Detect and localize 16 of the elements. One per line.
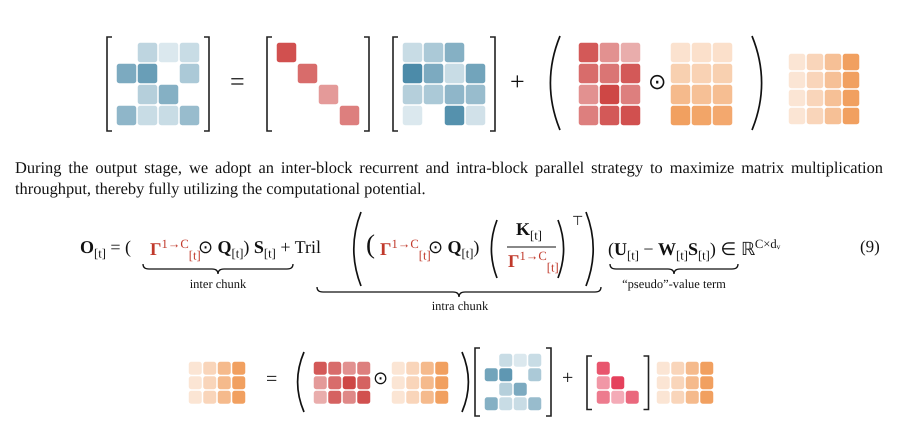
fraction-numerator: K$_{[t]}$ (516, 220, 542, 244)
equals-sign: = (230, 68, 245, 97)
brace-label: “pseudo”-value term (622, 278, 726, 292)
transpose-symbol: ⊤ (572, 214, 583, 228)
hadamard-operator: ⊙ (648, 70, 666, 94)
brace-label: intra chunk (432, 300, 488, 314)
equals-sign: = (266, 368, 278, 390)
parenthesis-text: ( (366, 230, 375, 260)
equation-term: O$_{[t]}$ = ( (80, 238, 132, 262)
plus-sign: + (562, 367, 574, 389)
body-paragraph: During the output stage, we adopt an inter-block recurrent and intra-block parallel strategy to maximize matrix multiplication throughput, thereby fully utilizing the computational potential. (15, 158, 883, 199)
equation-term: (U$_{[t]}$ − W$_{[t]}$S$_{[t]}$) ∈ ℝ$^{C×dᵥ}$ (608, 238, 780, 264)
equation-number: (9) (860, 238, 880, 257)
hadamard-operator: ⊙ (373, 369, 388, 389)
brace-label: inter chunk (190, 278, 246, 292)
plus-sign: + (510, 68, 525, 97)
